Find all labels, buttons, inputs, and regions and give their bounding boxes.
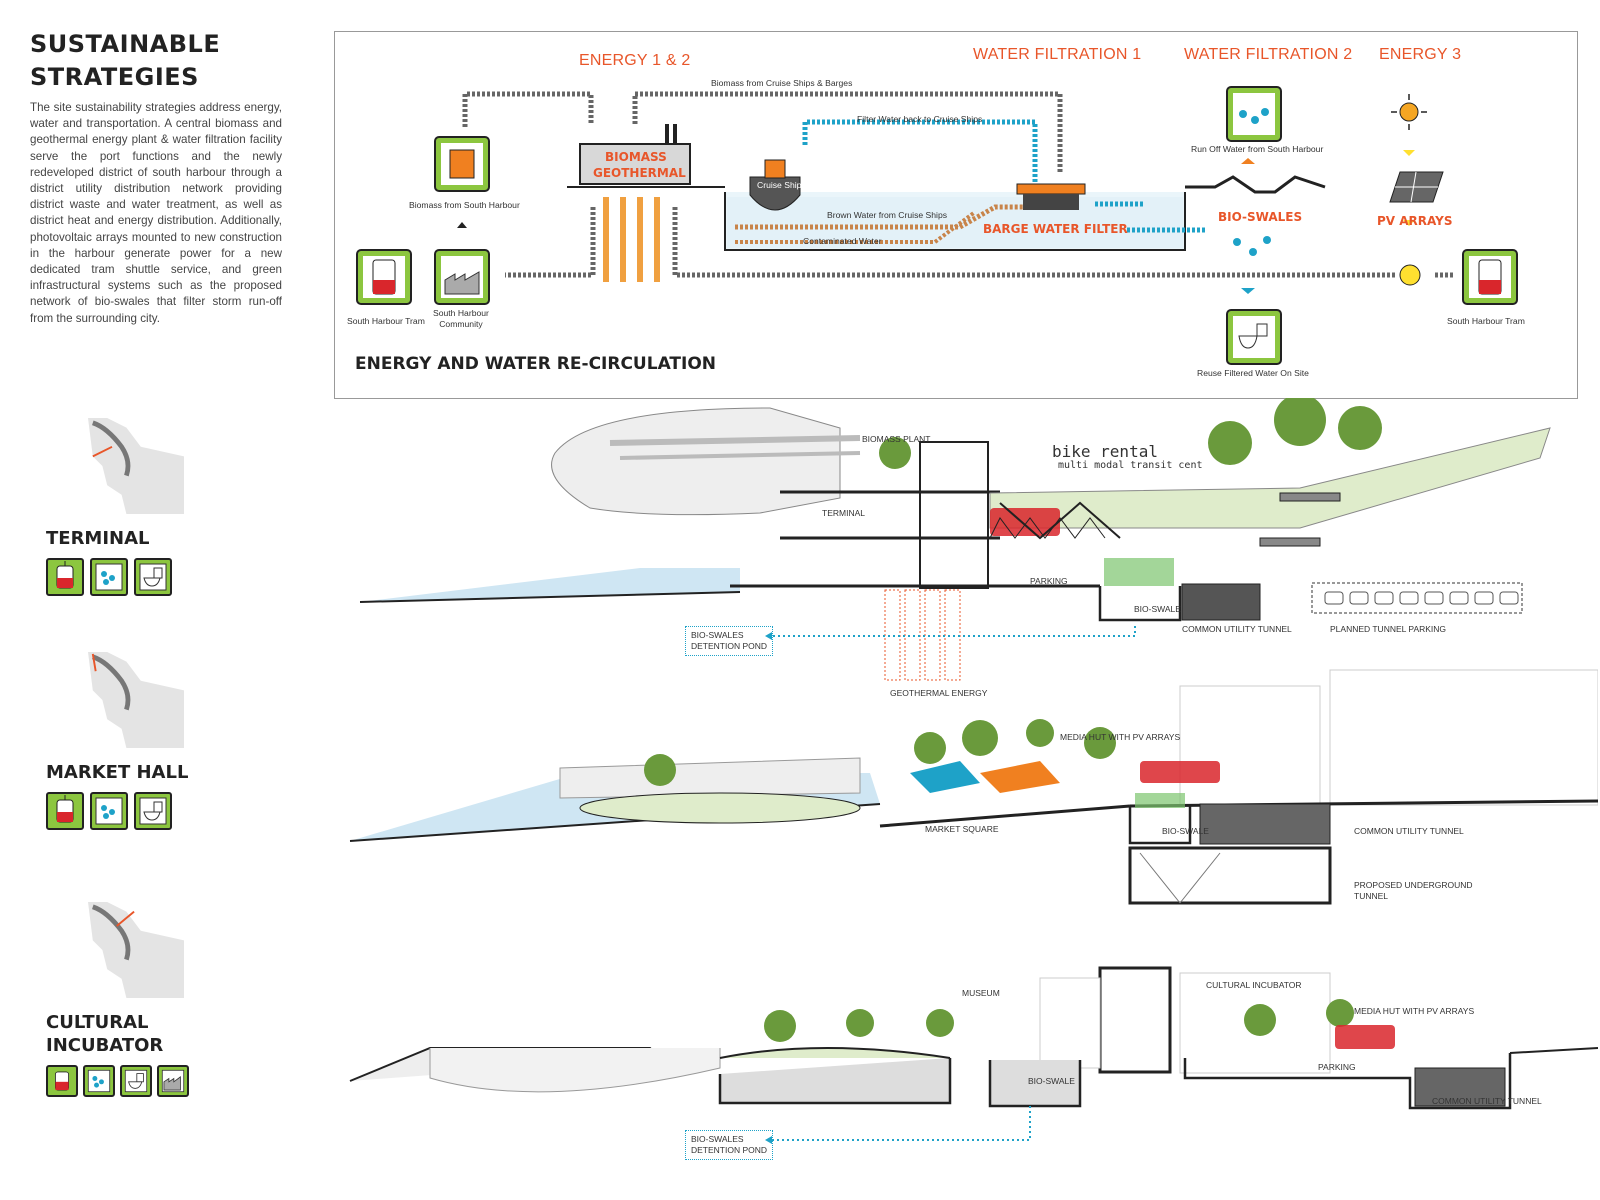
header-water-filtration-2: WATER FILTRATION 2 (1184, 46, 1353, 63)
market-icons (46, 792, 188, 830)
section-market-legend: MARKET HALL (46, 652, 188, 830)
section-title-cultural: CULTURAL INCUBATOR (46, 1011, 189, 1057)
label-bioswales: BIO-SWALES (1218, 210, 1303, 224)
s2-media-hut: MEDIA HUT WITH PV ARRAYS (1060, 732, 1181, 742)
s1-multimodal: multi modal transit cent (1058, 460, 1203, 471)
label-runoff: Run Off Water from South Harbour (1191, 144, 1324, 154)
s1-pond-line-2: DETENTION POND (691, 641, 768, 651)
cultural-icons (46, 1065, 189, 1097)
community-icon (157, 1065, 189, 1097)
title-line-2: STRATEGIES (30, 63, 199, 91)
label-barge-filter: BARGE WATER FILTER (983, 222, 1128, 236)
label-pv-arrays: PV ARRAYS (1377, 214, 1453, 228)
label-community-line-2: Community (439, 319, 483, 329)
label-geothermal: GEOTHERMAL (593, 166, 686, 180)
s1-pond-line-1: BIO-SWALES (691, 630, 744, 640)
header-energy-3: ENERGY 3 (1379, 46, 1462, 63)
label-biomass-south: Biomass from South Harbour (409, 200, 520, 210)
s3-utility: COMMON UTILITY TUNNEL (1432, 1096, 1542, 1106)
s1-utility: COMMON UTILITY TUNNEL (1182, 624, 1292, 634)
market-minimap (88, 652, 184, 748)
s1-terminal: TERMINAL (822, 508, 865, 518)
tram-icon (46, 558, 84, 596)
diagram-lines (356, 86, 1518, 365)
s1-detention-pond: BIO-SWALES DETENTION POND (685, 626, 774, 656)
s2-tunnel-line-2: TUNNEL (1354, 891, 1389, 901)
diagram-footer-title: ENERGY AND WATER RE-CIRCULATION (355, 354, 717, 374)
s2-market-square: MARKET SQUARE (925, 824, 999, 834)
section-title-market: MARKET HALL (46, 762, 189, 783)
tram-icon (46, 792, 84, 830)
page-title: SUSTAINABLE STRATEGIES (30, 28, 220, 94)
s1-bike-rental: bike rental (1052, 442, 1158, 461)
cultural-title-line-2: INCUBATOR (46, 1035, 164, 1056)
header-energy-1-2: ENERGY 1 & 2 (579, 52, 691, 69)
label-biomass-cruise: Biomass from Cruise Ships & Barges (711, 78, 853, 88)
cultural-minimap (88, 902, 184, 998)
label-tram-right: South Harbour Tram (1447, 316, 1525, 326)
cultural-title-line-1: CULTURAL (46, 1012, 149, 1033)
tram-icon (46, 1065, 78, 1097)
label-biomass: BIOMASS (605, 150, 667, 164)
s3-detention-pond: BIO-SWALES DETENTION POND (685, 1130, 774, 1160)
s2-tunnel-line-1: PROPOSED UNDERGROUND (1354, 880, 1473, 890)
label-reuse: Reuse Filtered Water On Site (1197, 368, 1309, 378)
section-cultural-legend: CULTURAL INCUBATOR (46, 902, 189, 1097)
toilet-icon (134, 558, 172, 596)
water-drops-icon (90, 792, 128, 830)
s3-media-hut: MEDIA HUT WITH PV ARRAYS (1354, 1006, 1475, 1016)
s1-planned-parking: PLANNED TUNNEL PARKING (1330, 624, 1447, 634)
toilet-icon (120, 1065, 152, 1097)
s2-utility: COMMON UTILITY TUNNEL (1354, 826, 1464, 836)
label-contaminated: Contaminated Water (803, 236, 882, 246)
s3-bioswale: BIO-SWALE (1028, 1076, 1075, 1086)
s2-tunnel: PROPOSED UNDERGROUND TUNNEL (1354, 880, 1473, 902)
section-drawings (349, 398, 1598, 1144)
toilet-icon (134, 792, 172, 830)
energy-water-diagram: ENERGY 1 & 2 WATER FILTRATION 1 WATER FI… (334, 31, 1578, 399)
label-cruise-ship: Cruise Ship (757, 180, 802, 190)
water-drops-icon (90, 558, 128, 596)
label-community: South Harbour Community (433, 308, 489, 330)
s3-parking: PARKING (1318, 1062, 1356, 1072)
s3-pond-line-2: DETENTION POND (691, 1145, 768, 1155)
s3-pond-line-1: BIO-SWALES (691, 1134, 744, 1144)
s3-cultural: CULTURAL INCUBATOR (1206, 980, 1302, 990)
header-water-filtration-1: WATER FILTRATION 1 (973, 46, 1142, 63)
section-terminal-legend: TERMINAL (46, 418, 186, 596)
s1-biomass-plant: BIOMASS PLANT (862, 434, 931, 444)
label-filter-water-back: Filter Water back to Cruise Ships (857, 114, 983, 124)
s1-bioswale: BIO-SWALE (1134, 604, 1181, 614)
label-tram-left: South Harbour Tram (347, 316, 425, 326)
s2-bioswale: BIO-SWALE (1162, 826, 1209, 836)
water-drops-icon (83, 1065, 115, 1097)
section-title-terminal: TERMINAL (46, 528, 150, 549)
label-community-line-1: South Harbour (433, 308, 489, 318)
s1-geothermal: GEOTHERMAL ENERGY (890, 688, 988, 698)
label-brown-water: Brown Water from Cruise Ships (827, 210, 948, 220)
title-line-1: SUSTAINABLE (30, 30, 221, 58)
s1-parking: PARKING (1030, 576, 1068, 586)
terminal-minimap (88, 418, 184, 514)
intro-paragraph: The site sustainability strategies addre… (30, 101, 282, 325)
terminal-icons (46, 558, 186, 596)
s3-museum: MUSEUM (962, 988, 1000, 998)
